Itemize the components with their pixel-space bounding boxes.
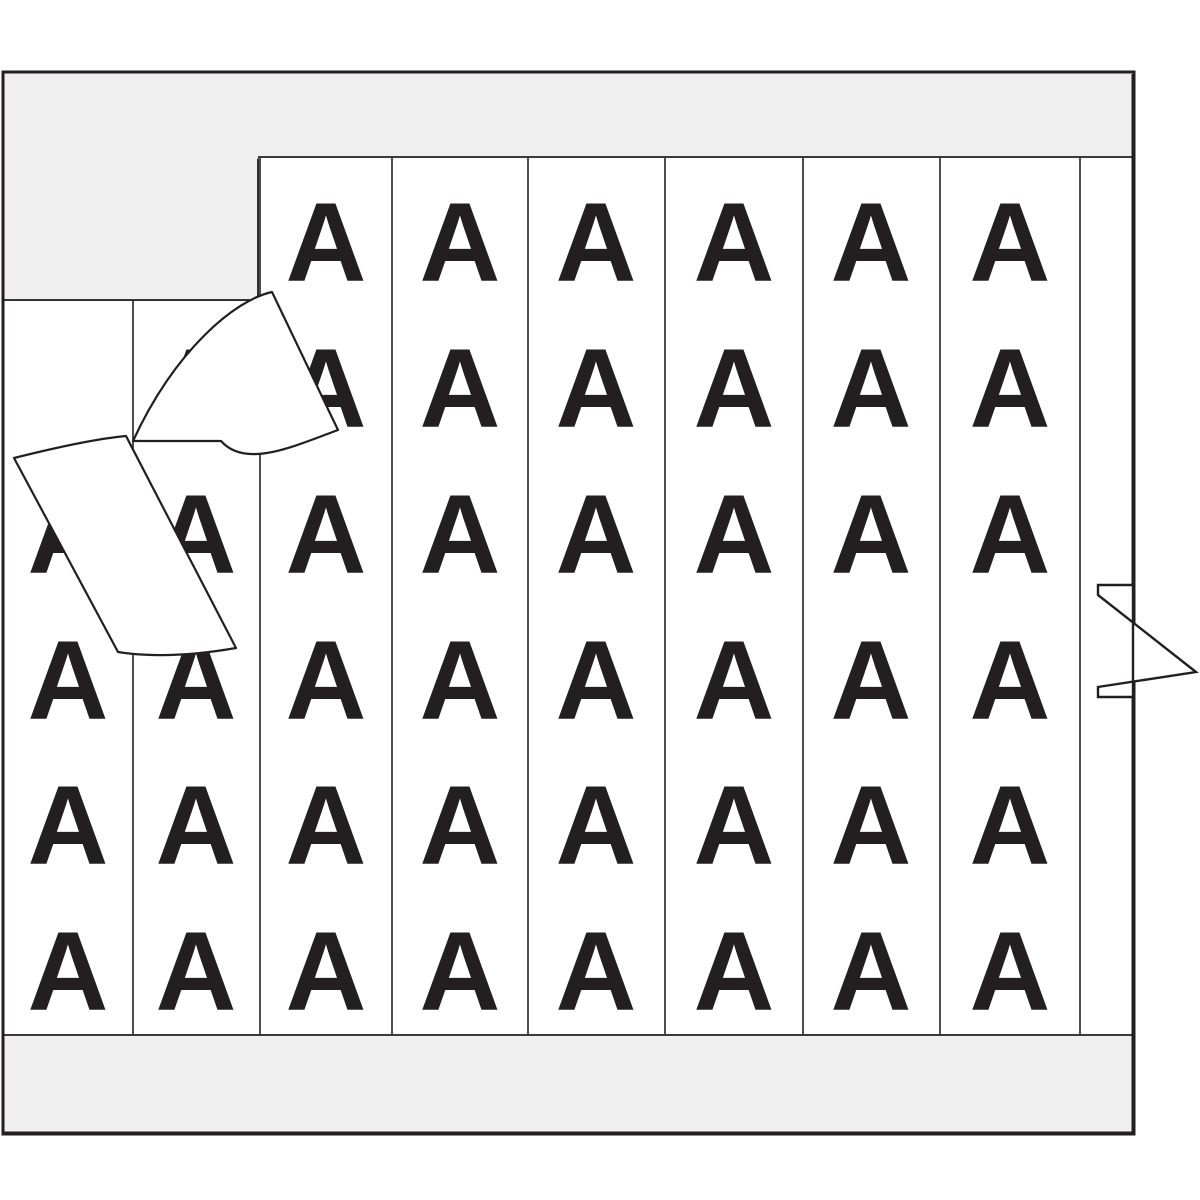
label-letter-r5-c1[interactable]: A xyxy=(156,909,237,1034)
label-letter-r4-c6[interactable]: A xyxy=(831,763,912,888)
label-letter-r5-c5[interactable]: A xyxy=(694,909,775,1034)
label-letter-r4-c4[interactable]: A xyxy=(556,763,637,888)
label-letter-r4-c1[interactable]: A xyxy=(156,763,237,888)
backing-bottom-band xyxy=(3,1034,1133,1133)
label-letter-r5-c6[interactable]: A xyxy=(831,909,912,1034)
label-letter-r1-c5[interactable]: A xyxy=(694,326,775,451)
label-letter-r3-c2[interactable]: A xyxy=(286,618,367,743)
label-letter-r0-c7[interactable]: A xyxy=(970,180,1051,305)
label-letter-r3-c3[interactable]: A xyxy=(420,618,501,743)
label-letter-r5-c7[interactable]: A xyxy=(970,909,1051,1034)
label-letter-r1-c3[interactable]: A xyxy=(420,326,501,451)
label-letter-r2-c3[interactable]: A xyxy=(420,472,501,597)
peeled-label-lower[interactable] xyxy=(12,434,238,657)
label-letter-r2-c6[interactable]: A xyxy=(831,472,912,597)
peeled-labels-layer xyxy=(12,290,340,657)
sheet-border-overlay xyxy=(1,70,1133,1135)
label-letter-r0-c6[interactable]: A xyxy=(831,180,912,305)
label-letter-r3-c6[interactable]: A xyxy=(831,618,912,743)
label-letter-r4-c3[interactable]: A xyxy=(420,763,501,888)
label-letter-r3-c7[interactable]: A xyxy=(970,618,1051,743)
label-letter-r4-c7[interactable]: A xyxy=(970,763,1051,888)
label-letter-r4-c0[interactable]: A xyxy=(28,763,109,888)
label-letter-r4-c5[interactable]: A xyxy=(694,763,775,888)
label-letter-r1-c4[interactable]: A xyxy=(556,326,637,451)
label-letter-r2-c7[interactable]: A xyxy=(970,472,1051,597)
label-letter-r0-c5[interactable]: A xyxy=(694,180,775,305)
label-letter-r2-c2[interactable]: A xyxy=(286,472,367,597)
peeled-label-upper[interactable] xyxy=(131,290,340,456)
label-letter-r0-c3[interactable]: A xyxy=(420,180,501,305)
label-letter-r3-c0[interactable]: A xyxy=(28,618,109,743)
label-letter-r0-c2[interactable]: A xyxy=(286,180,367,305)
backing-top-band-fill xyxy=(3,73,1133,157)
label-letter-r3-c4[interactable]: A xyxy=(556,618,637,743)
label-letter-r5-c4[interactable]: A xyxy=(556,909,637,1034)
backing-top-band xyxy=(3,73,1133,158)
backing-bottom-band-fill xyxy=(4,1035,1133,1133)
label-letter-r4-c2[interactable]: A xyxy=(286,763,367,888)
label-letter-r2-c4[interactable]: A xyxy=(556,472,637,597)
label-letter-r0-c4[interactable]: A xyxy=(556,180,637,305)
label-letter-r5-c2[interactable]: A xyxy=(286,909,367,1034)
die-cut-notch xyxy=(1096,583,1199,699)
label-letter-r1-c7[interactable]: A xyxy=(970,326,1051,451)
label-letter-r3-c5[interactable]: A xyxy=(694,618,775,743)
die-cut-notch-group xyxy=(1096,74,1199,1132)
label-letter-r5-c0[interactable]: A xyxy=(28,909,109,1034)
label-letter-r1-c6[interactable]: A xyxy=(831,326,912,451)
label-letter-r5-c3[interactable]: A xyxy=(420,909,501,1034)
label-letter-r2-c5[interactable]: A xyxy=(694,472,775,597)
